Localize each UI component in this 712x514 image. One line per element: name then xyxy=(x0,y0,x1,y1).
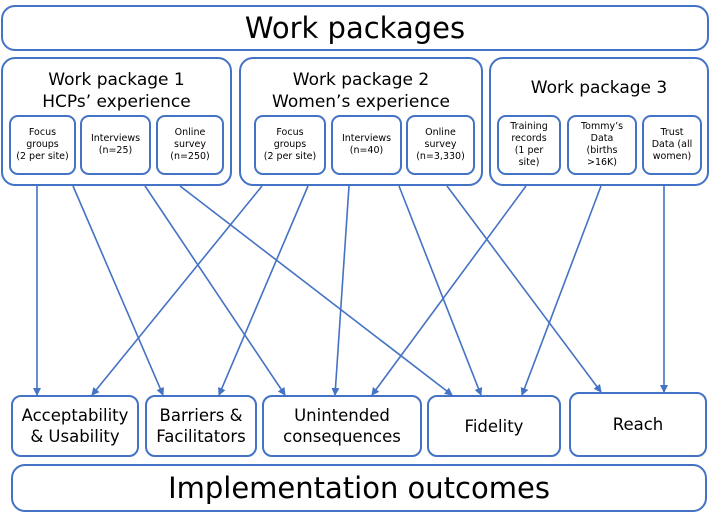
wp1-focus-groups: Focus groups (2 per site) xyxy=(9,115,76,175)
arrow-wp1-interviews-to-barriers xyxy=(72,185,164,396)
arrow-wp2-focus-to-barriers xyxy=(218,185,309,396)
outcome-acceptability-usability: Acceptability & Usability xyxy=(11,395,139,457)
header-title: Work packages xyxy=(244,11,466,45)
arrow-wp2-interviews-to-unintended xyxy=(331,185,350,396)
wp2-interviews: Interviews (n=40) xyxy=(331,115,402,175)
arrow-wp1-interviews-to-unintended xyxy=(144,185,286,396)
work-packages-header: Work packages xyxy=(1,5,709,51)
arrow-wp2-focus-to-acceptability xyxy=(91,185,263,396)
outcome-fidelity: Fidelity xyxy=(427,395,561,457)
work-package-3-title: Work package 3 xyxy=(530,78,668,98)
wp2-online-survey: Online survey (n=3,330) xyxy=(406,115,475,175)
footer-title: Implementation outcomes xyxy=(168,471,550,505)
wp3-training-records: Training records (1 per site) xyxy=(497,115,561,175)
work-package-1-title: Work package 1 HCPs’ experience xyxy=(42,70,191,112)
arrow-wp2-survey-to-fidelity xyxy=(398,185,483,396)
outcome-barriers-facilitators: Barriers & Facilitators xyxy=(145,395,257,457)
implementation-outcomes-footer: Implementation outcomes xyxy=(11,464,707,512)
wp3-tommys-data: Tommy’s Data (births >16K) xyxy=(567,115,637,175)
arrow-wp2-survey-to-reach xyxy=(446,185,602,393)
arrow-wp1-survey-to-fidelity xyxy=(179,185,453,396)
wp1-online-survey: Online survey (n=250) xyxy=(156,115,224,175)
wp3-trust-data: Trust Data (all women) xyxy=(642,115,702,175)
wp1-interviews: Interviews (n=25) xyxy=(80,115,151,175)
wp2-focus-groups: Focus groups (2 per site) xyxy=(254,115,326,175)
outcome-unintended-consequences: Unintended consequences xyxy=(262,395,422,457)
work-package-2-title: Work package 2 Women’s experience xyxy=(272,70,450,112)
outcome-reach: Reach xyxy=(569,392,707,457)
arrow-wp3-training-to-unintended xyxy=(371,185,527,396)
arrow-wp3-tommys-to-fidelity xyxy=(520,185,602,396)
